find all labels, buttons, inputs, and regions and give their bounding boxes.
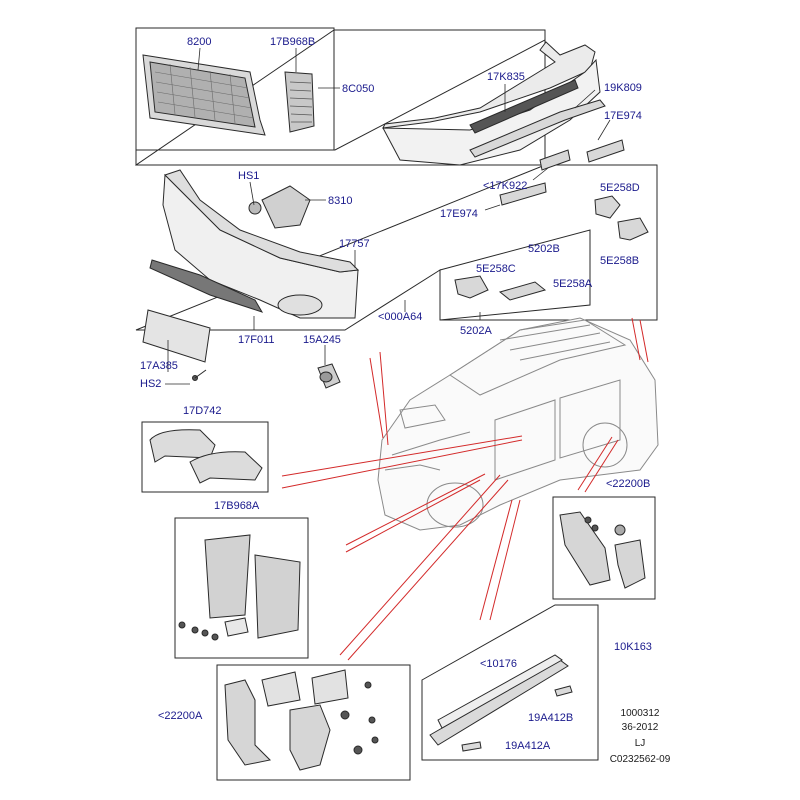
label-5E258B: 5E258B bbox=[600, 255, 640, 267]
reference-date: 36-2012 bbox=[621, 722, 659, 733]
label-5E258D: 5E258D bbox=[600, 182, 640, 194]
rear-trim-part bbox=[469, 99, 625, 206]
label-19A412B: 19A412B bbox=[528, 712, 574, 724]
lamp-parts bbox=[454, 195, 649, 301]
label-17757: 17757 bbox=[339, 238, 370, 250]
label-17F011: 17F011 bbox=[238, 334, 275, 346]
label-HS2: HS2 bbox=[140, 378, 162, 390]
license-plate-part bbox=[142, 309, 211, 381]
leader-lines bbox=[281, 317, 649, 661]
label-5202A: 5202A bbox=[460, 325, 492, 337]
frame-sill-group bbox=[421, 604, 599, 761]
label-17B968B: 17B968B bbox=[270, 36, 316, 48]
vent-part-17B968B bbox=[284, 71, 315, 133]
label-8310: 8310 bbox=[328, 195, 353, 207]
front-bumper-part bbox=[149, 169, 360, 319]
label-22200A: <22200A bbox=[158, 710, 203, 722]
label-17E974-bottom: 17E974 bbox=[440, 208, 478, 220]
side-vents-part bbox=[178, 534, 301, 641]
grille-part bbox=[142, 54, 266, 136]
label-5E258C: 5E258C bbox=[476, 263, 516, 275]
mirror-caps-part bbox=[149, 429, 263, 484]
label-5202B: 5202B bbox=[528, 243, 560, 255]
label-15A245: 15A245 bbox=[303, 334, 341, 346]
label-17E974-top: 17E974 bbox=[604, 110, 642, 122]
label-17D742: 17D742 bbox=[183, 405, 222, 417]
label-22200B: <22200B bbox=[606, 478, 651, 490]
reference-number: 1000312 bbox=[620, 708, 660, 719]
label-10K163: 10K163 bbox=[614, 641, 652, 653]
label-17K835: 17K835 bbox=[487, 71, 525, 83]
label-10176: <10176 bbox=[480, 658, 518, 670]
frame-lamp-group bbox=[439, 229, 591, 321]
rear-bumper-part bbox=[382, 41, 601, 166]
tow-cover-part bbox=[317, 363, 341, 389]
label-000A64: <000A64 bbox=[378, 311, 423, 323]
frame-vent-group bbox=[174, 517, 309, 659]
frame-mudflap-front-group bbox=[216, 664, 411, 781]
label-5E258A: 5E258A bbox=[553, 278, 593, 290]
label-19K809: 19K809 bbox=[604, 82, 642, 94]
side-sill-part bbox=[429, 654, 573, 752]
label-17K922: <17K922 bbox=[483, 180, 528, 192]
reference-code: C0232562-09 bbox=[609, 754, 671, 765]
rear-mudflaps-part bbox=[559, 511, 646, 589]
label-19A412A: 19A412A bbox=[505, 740, 551, 752]
vehicle-outline bbox=[377, 317, 659, 531]
reference-region: LJ bbox=[634, 738, 646, 749]
label-leaders bbox=[165, 47, 611, 385]
label-8200: 8200 bbox=[187, 36, 212, 48]
label-8C050: 8C050 bbox=[342, 83, 375, 95]
label-17B968A: 17B968A bbox=[214, 500, 260, 512]
front-mudflaps-part bbox=[224, 669, 379, 771]
frame-mirror-group bbox=[141, 421, 269, 493]
label-17A385: 17A385 bbox=[140, 360, 178, 372]
frame-mudflap-rear-group bbox=[552, 496, 656, 600]
label-HS1: HS1 bbox=[238, 170, 260, 182]
